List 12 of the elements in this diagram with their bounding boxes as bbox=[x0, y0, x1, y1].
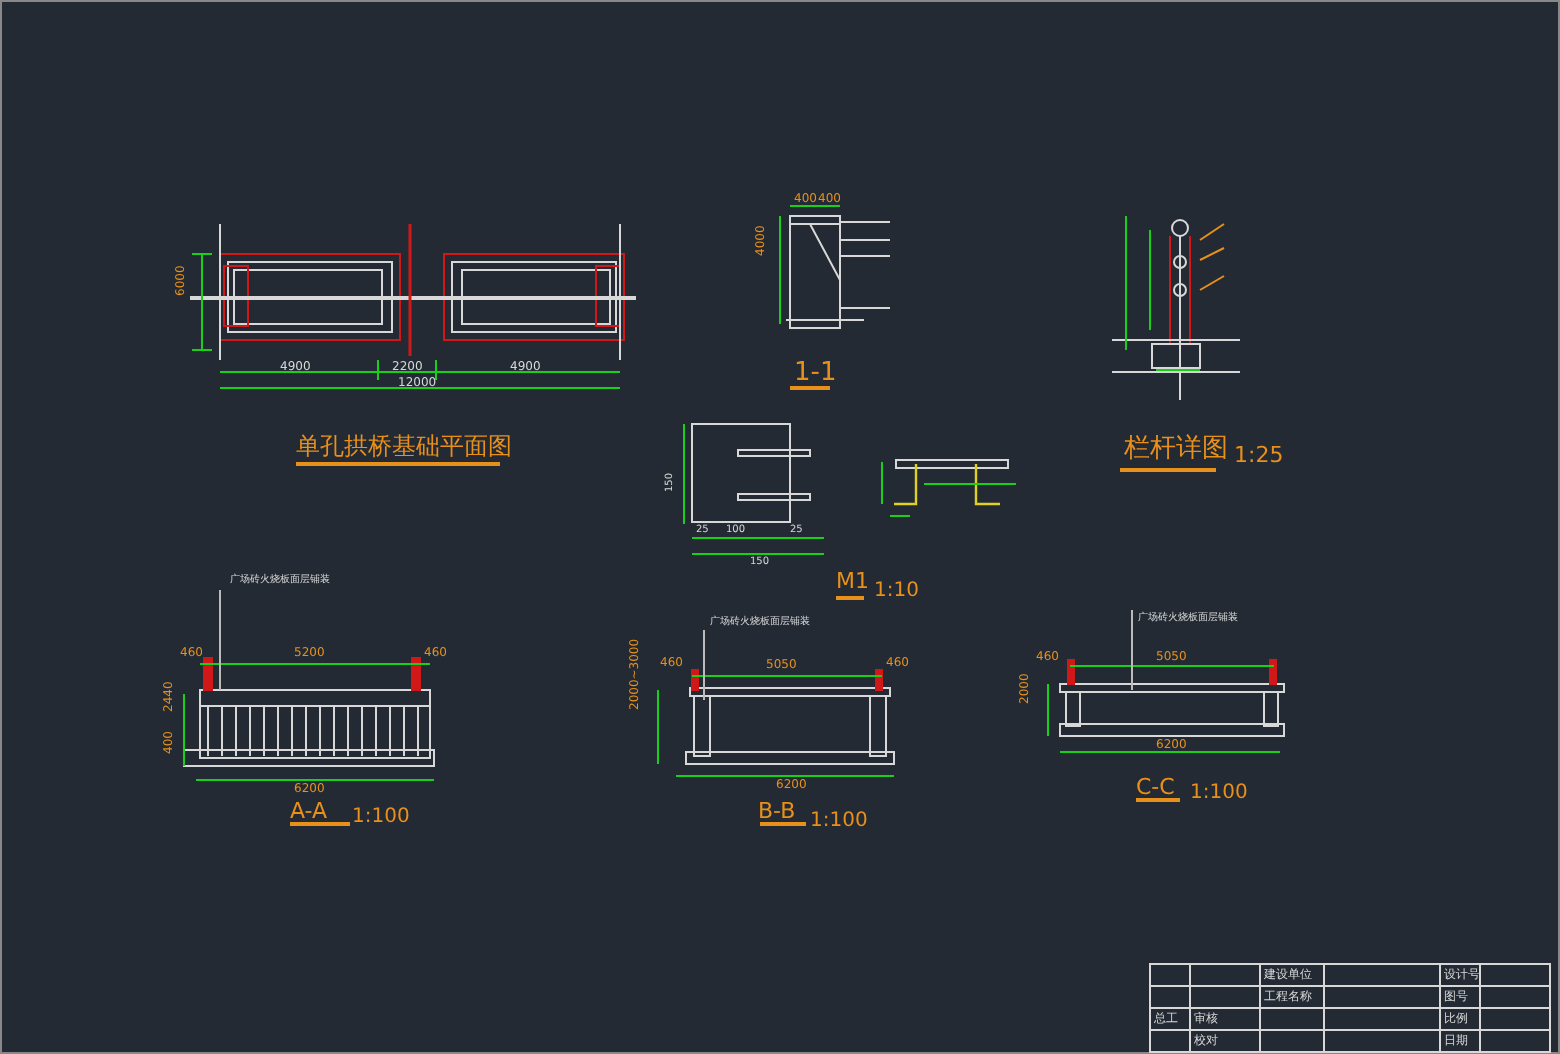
scale-text: 1:100 bbox=[1190, 784, 1248, 804]
drawing-title: 单孔拱桥基础平面图 bbox=[296, 434, 512, 458]
scale-text: 1:25 bbox=[1234, 444, 1284, 466]
drawing-title: C-C bbox=[1136, 776, 1175, 798]
scale-text: 1:10 bbox=[874, 582, 919, 602]
drawing-title: B-B bbox=[758, 800, 796, 822]
drawing-title: M1 bbox=[836, 570, 869, 592]
drawing-title: A-A bbox=[290, 800, 328, 822]
scale-text: 1:100 bbox=[352, 808, 410, 828]
scale-text: 1:100 bbox=[810, 812, 868, 832]
drawing-title: 栏杆详图 bbox=[1124, 436, 1228, 462]
drawing-title: 1-1 bbox=[794, 360, 837, 386]
